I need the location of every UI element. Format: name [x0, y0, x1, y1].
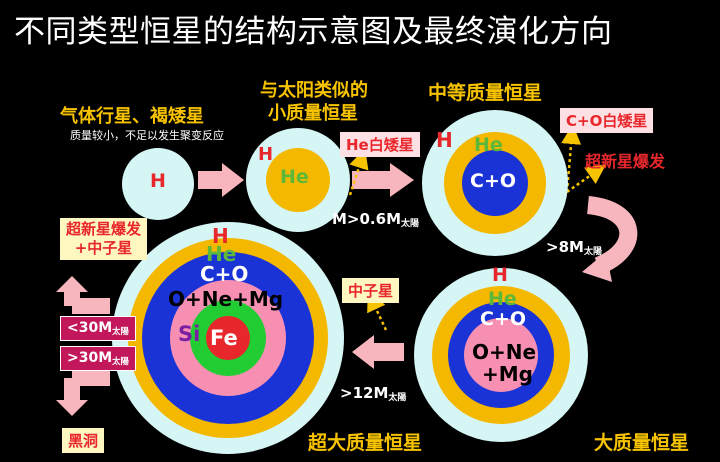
medium-star-h: H	[436, 128, 453, 152]
large-star-one-2: +Mg	[482, 362, 533, 386]
gas-planet-note: 质量较小，不足以发生聚变反应	[70, 129, 224, 142]
medium-star-he: He	[474, 134, 503, 156]
fate-neutron-star: 中子星	[342, 278, 400, 303]
supergiant-he: He	[206, 242, 237, 266]
supergiant-fe-core	[206, 316, 250, 360]
medium-star-label: 中等质量恒星	[428, 82, 543, 104]
gas-planet-label: 气体行星、褐矮星	[60, 106, 204, 127]
supergiant-label: 超大质量恒星	[308, 432, 423, 454]
gas-planet-h: H	[150, 170, 166, 192]
medium-star-co-core	[462, 150, 528, 216]
dotted-arrow-co-wd	[561, 124, 582, 193]
arrow-small-to-medium	[352, 163, 414, 197]
large-star-co: C+O	[480, 308, 527, 330]
dotted-arrow-neutron-star	[367, 290, 388, 331]
arrow-down-to-blackhole	[56, 378, 88, 416]
supergiant-one: O+Ne+Mg	[168, 287, 284, 311]
small-star-label-2: 小质量恒星	[268, 103, 358, 124]
supergiant-co: C+O	[200, 262, 249, 286]
gas-planet-body	[122, 148, 194, 220]
threshold-gt30: >30M太陽	[60, 346, 136, 371]
page-title: 不同类型恒星的结构示意图及最终演化方向	[14, 14, 613, 50]
medium-fate-supernova: 超新星爆发	[585, 152, 666, 171]
fate-supernova-neutron: 超新星爆发 +中子星	[60, 218, 148, 260]
medium-star-co: C+O	[470, 170, 517, 192]
large-star-h: H	[492, 264, 508, 286]
threshold-8: >8M太陽	[546, 238, 602, 257]
fate-black-hole: 黑洞	[62, 428, 105, 453]
large-star-label: 大质量恒星	[594, 432, 690, 454]
large-star-he: He	[488, 288, 517, 310]
fate-he-white-dwarf: He白矮星	[340, 132, 420, 157]
arrow-medium-to-large	[586, 196, 638, 275]
small-star-he-core	[266, 148, 330, 212]
small-star-label-1: 与太阳类似的	[260, 80, 368, 101]
arrow-planet-to-small	[198, 163, 244, 197]
dotted-arrow-supernova	[566, 164, 607, 194]
supergiant-h: H	[212, 224, 229, 248]
large-star-one-1: O+Ne	[472, 340, 537, 364]
dotted-arrow-he-wd	[348, 148, 369, 196]
large-star-one-core	[464, 318, 538, 392]
threshold-0-6: M>0.6M太陽	[332, 210, 420, 229]
threshold-12: >12M太陽	[340, 384, 407, 403]
small-star-h: H	[258, 144, 274, 165]
arrow-large-to-supergiant	[352, 335, 404, 369]
supergiant-fe: Fe	[210, 326, 238, 350]
fate-co-white-dwarf: C+O白矮星	[560, 108, 654, 133]
small-star-he: He	[280, 166, 309, 188]
threshold-lt30: <30M太陽	[60, 316, 136, 341]
supergiant-si: Si	[178, 322, 201, 346]
